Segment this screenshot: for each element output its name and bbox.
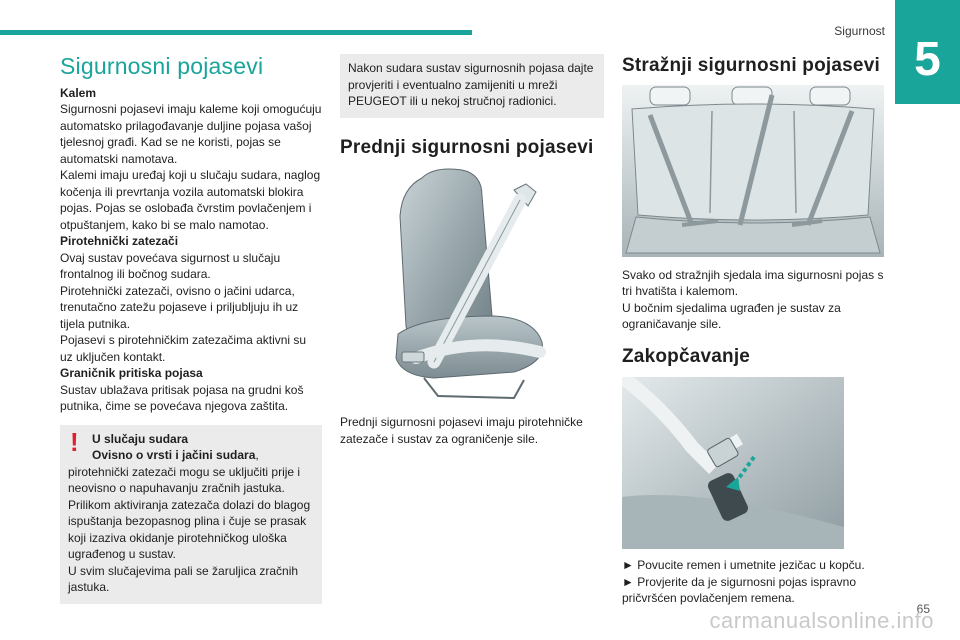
warning-heading: U slučaju sudara (92, 431, 189, 446)
pirotehnicki-heading: Pirotehnički zatezači (60, 234, 179, 248)
buckle-drawing (622, 377, 844, 549)
front-belts-heading: Prednji sigurnosni pojasevi (340, 136, 594, 158)
front-seat-drawing (395, 168, 546, 400)
rear-belts-heading: Stražnji sigurnosni pojasevi (622, 55, 880, 76)
pirotehnicki-text-3: Pojasevi s pirotehničkim zatezačima akti… (60, 333, 307, 364)
step-1: ► Povucite remen i umetnite jezičac u ko… (622, 558, 865, 572)
page-title: Sigurnosni pojasevi (60, 53, 264, 79)
warning-text: Ovisno o vrsti i jačini sudara, pirotehn… (68, 447, 314, 563)
front-belts-caption: Prednji sigurnosni pojasevi imaju pirote… (340, 415, 583, 446)
buckle-illustration (622, 377, 844, 549)
warning-box: ! U slučaju sudara Ovisno o vrsti i jači… (60, 424, 322, 604)
column-right: Stražnji sigurnosni pojasevi Svako od st… (622, 54, 884, 607)
kalem-text: Sigurnosni pojasevi imaju kaleme koji om… (60, 102, 322, 166)
warning-text-2: U svim slučajevima pali se žaruljica zra… (68, 563, 299, 595)
rear-seats-illustration (622, 84, 884, 257)
pirotehnicki-text-2: Pirotehnički zatezači, ovisno o jačini u… (60, 283, 299, 331)
section-label: Sigurnost (834, 24, 885, 38)
buckling-heading: Zakopčavanje (622, 345, 751, 367)
warning-bold-lead: Ovisno o vrsti i jačini sudara (92, 448, 256, 462)
column-left: Sigurnosni pojasevi Kalem Sigurnosni poj… (60, 54, 322, 604)
column-middle: Nakon sudara sustav sigurnosnih pojasa d… (340, 54, 604, 447)
warning-icon: ! (70, 426, 79, 457)
granicnik-text: Sustav ublažava pritisak pojasa na grudn… (60, 382, 304, 414)
watermark: carmanualsonline.info (709, 608, 934, 633)
rear-belts-text: Svako od stražnjih sjedala ima sigurnosn… (622, 267, 884, 299)
front-seat-illustration (364, 166, 570, 402)
header-accent-bar (0, 30, 472, 35)
granicnik-heading: Graničnik pritiska pojasa (60, 366, 203, 380)
chapter-number-tab: 5 (895, 0, 960, 104)
rear-seats-drawing (622, 84, 884, 257)
pirotehnicki-text: Ovaj sustav povećava sigurnost u slučaju… (60, 250, 281, 282)
kalem-text-2: Kalemi imaju uređaj koji u slučaju sudar… (60, 168, 321, 232)
page-number: 65 (916, 602, 930, 616)
info-note-box: Nakon sudara sustav sigurnosnih pojasa d… (340, 54, 604, 118)
rear-belts-text-2: U bočnim sjedalima ugrađen je sustav za … (622, 300, 841, 332)
kalem-heading: Kalem (60, 85, 97, 100)
step-2: ► Provjerite da je sigurnosni pojas ispr… (622, 574, 856, 606)
warning-body: , pirotehnički zatezači mogu se uključit… (68, 448, 311, 561)
